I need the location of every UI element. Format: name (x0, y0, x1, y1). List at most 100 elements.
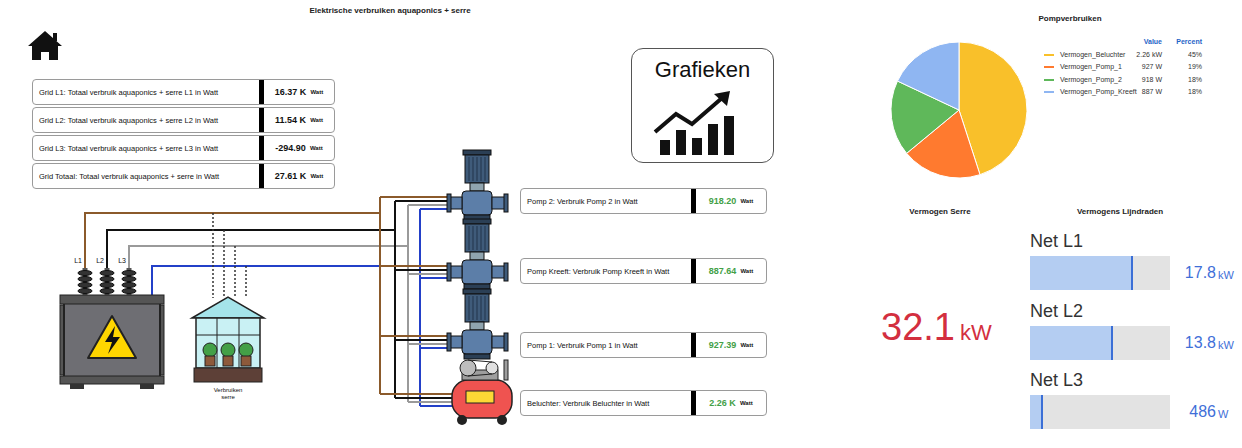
meter-box: Pomp 1: Verbruik Pomp 1 in Watt927.39Wat… (520, 332, 767, 358)
unit-label: Watt (310, 89, 323, 95)
meter-value: 16.37 K (275, 87, 307, 97)
label-text: 17.8 (1185, 264, 1216, 282)
legend-swatch (1044, 79, 1054, 81)
label-text: 918 W (1142, 76, 1162, 84)
home-icon (28, 31, 62, 60)
meter-value: 2.26 K (709, 398, 736, 408)
meter-box: Grid L3: Totaal verbruik aquaponics + se… (32, 135, 335, 161)
unit-label: Watt (740, 400, 753, 406)
label-text: 32.1 (881, 306, 955, 350)
pump-icon (447, 150, 508, 220)
label-text: 2.26 kW (1136, 51, 1162, 59)
label-text: L1 (74, 257, 82, 265)
pie-slice (897, 42, 959, 110)
label-text: Percent (1176, 38, 1202, 46)
label-text: 887 W (1142, 88, 1162, 96)
meter-box: Grid L1: Totaal verbruik aquaponics + se… (32, 79, 335, 105)
value-area: 918.20Watt (696, 189, 766, 213)
value-area: 27.61 KWatt (264, 164, 334, 188)
label-text: kW (960, 320, 992, 345)
meter-value: 887.64 (709, 266, 737, 276)
meter-box: Grid L2: Totaal verbruik aquaponics + se… (32, 107, 335, 133)
meter-label: Pomp 1: Verbruik Pomp 1 in Watt (521, 333, 691, 357)
meter-box: Pomp Kreeft: Verbruik Pomp Kreeft in Wat… (520, 258, 767, 284)
pump-icon (447, 289, 508, 359)
meter-value: 927.39 (709, 340, 737, 350)
meter-label: Pomp Kreeft: Verbruik Pomp Kreeft in Wat… (521, 259, 691, 283)
label-text: Vermogen Serre (909, 207, 970, 216)
label-text: L3 (118, 257, 126, 265)
legend-swatch (1044, 54, 1054, 56)
meter-box: Pomp 2: Verbruik Pomp 2 in Watt918.20Wat… (520, 188, 767, 214)
line-bars (1030, 256, 1170, 429)
divider-bar (259, 80, 264, 104)
meter-label: Grid L3: Totaal verbruik aquaponics + se… (33, 136, 259, 160)
meter-value: -294.90 (275, 143, 306, 153)
value-area: -294.90 Watt (264, 136, 334, 160)
unit-label: Watt (310, 117, 323, 123)
unit-label: Watt (740, 342, 753, 348)
pump-icon (447, 219, 508, 289)
unit-label: Watt (740, 198, 753, 204)
label-text: W (1218, 408, 1228, 421)
legend-swatch (1044, 66, 1054, 68)
divider-bar (691, 333, 696, 357)
value-area: 927.39Watt (696, 333, 766, 357)
meter-value: 11.54 K (275, 115, 306, 125)
meter-label: Beluchter: Verbruik Beluchter in Watt (521, 391, 691, 415)
label-text: Verbruiken serre (208, 387, 248, 401)
value-area: 11.54 K Watt (264, 108, 334, 132)
label-text: Net L3 (1030, 370, 1083, 391)
legend-row: Vermogen_Pomp_2 (1044, 76, 1122, 83)
label-text: Net L1 (1030, 231, 1083, 252)
divider-bar (691, 189, 696, 213)
transformer-symbol (60, 268, 164, 389)
meter-label: Grid L1: Totaal verbruik aquaponics + se… (33, 80, 259, 104)
page-title: Elektrische verbruiken aquaponics + serr… (309, 6, 470, 15)
label-text: Value (1144, 38, 1162, 46)
label-text: 18% (1188, 88, 1202, 96)
value-area: 2.26 K Watt (696, 391, 766, 415)
label-text: 486 (1189, 403, 1216, 421)
label-text: 18% (1188, 76, 1202, 84)
button-label: Grafieken (632, 49, 773, 83)
meter-box: Grid Totaal: Totaal verbruik aquaponics … (32, 163, 335, 189)
value-area: 887.64Watt (696, 259, 766, 283)
divider-bar (691, 259, 696, 283)
divider-bar (691, 391, 696, 415)
legend-swatch (1044, 91, 1054, 93)
label-text: 19% (1188, 63, 1202, 71)
meter-box: Beluchter: Verbruik Beluchter in Watt2.2… (520, 390, 767, 416)
label-text: Vermogens Lijndraden (1077, 207, 1163, 216)
meter-value: 27.61 K (275, 171, 307, 181)
divider-bar (259, 136, 264, 160)
label-text: kW (1218, 269, 1234, 282)
label-text: 13.8 (1185, 334, 1216, 352)
meter-label: Pomp 2: Verbruik Pomp 2 in Watt (521, 189, 691, 213)
link-button: Grafieken (631, 48, 774, 163)
compressor-icon (452, 360, 512, 425)
label-text: Net L2 (1030, 301, 1083, 322)
unit-label: Watt (310, 173, 323, 179)
divider-bar (259, 108, 264, 132)
label-text: 45% (1188, 51, 1202, 59)
legend-text: Vermogen_Pomp_1 (1060, 63, 1122, 70)
legend-row: Vermogen_Beluchter (1044, 51, 1125, 58)
unit-label: Watt (740, 268, 753, 274)
label-text: 927 W (1142, 63, 1162, 71)
meter-value: 918.20 (709, 196, 737, 206)
legend-row: Vermogen_Pomp_Kreeft (1044, 88, 1137, 95)
label-text: Pompverbruiken (1038, 14, 1101, 23)
legend-row: Vermogen_Pomp_1 (1044, 63, 1122, 70)
legend-text: Vermogen_Pomp_Kreeft (1060, 88, 1137, 95)
legend-text: Vermogen_Pomp_2 (1060, 76, 1122, 83)
value-area: 16.37 KWatt (264, 80, 334, 104)
legend-text: Vermogen_Beluchter (1060, 51, 1125, 58)
pie-chart (891, 42, 1027, 178)
meter-label: Grid L2: Totaal verbruik aquaponics + se… (33, 108, 259, 132)
divider-bar (259, 164, 264, 188)
greenhouse-icon (192, 297, 264, 382)
unit-label: Watt (310, 145, 323, 151)
serre-feed (213, 213, 246, 298)
meter-label: Grid Totaal: Totaal verbruik aquaponics … (33, 164, 259, 188)
